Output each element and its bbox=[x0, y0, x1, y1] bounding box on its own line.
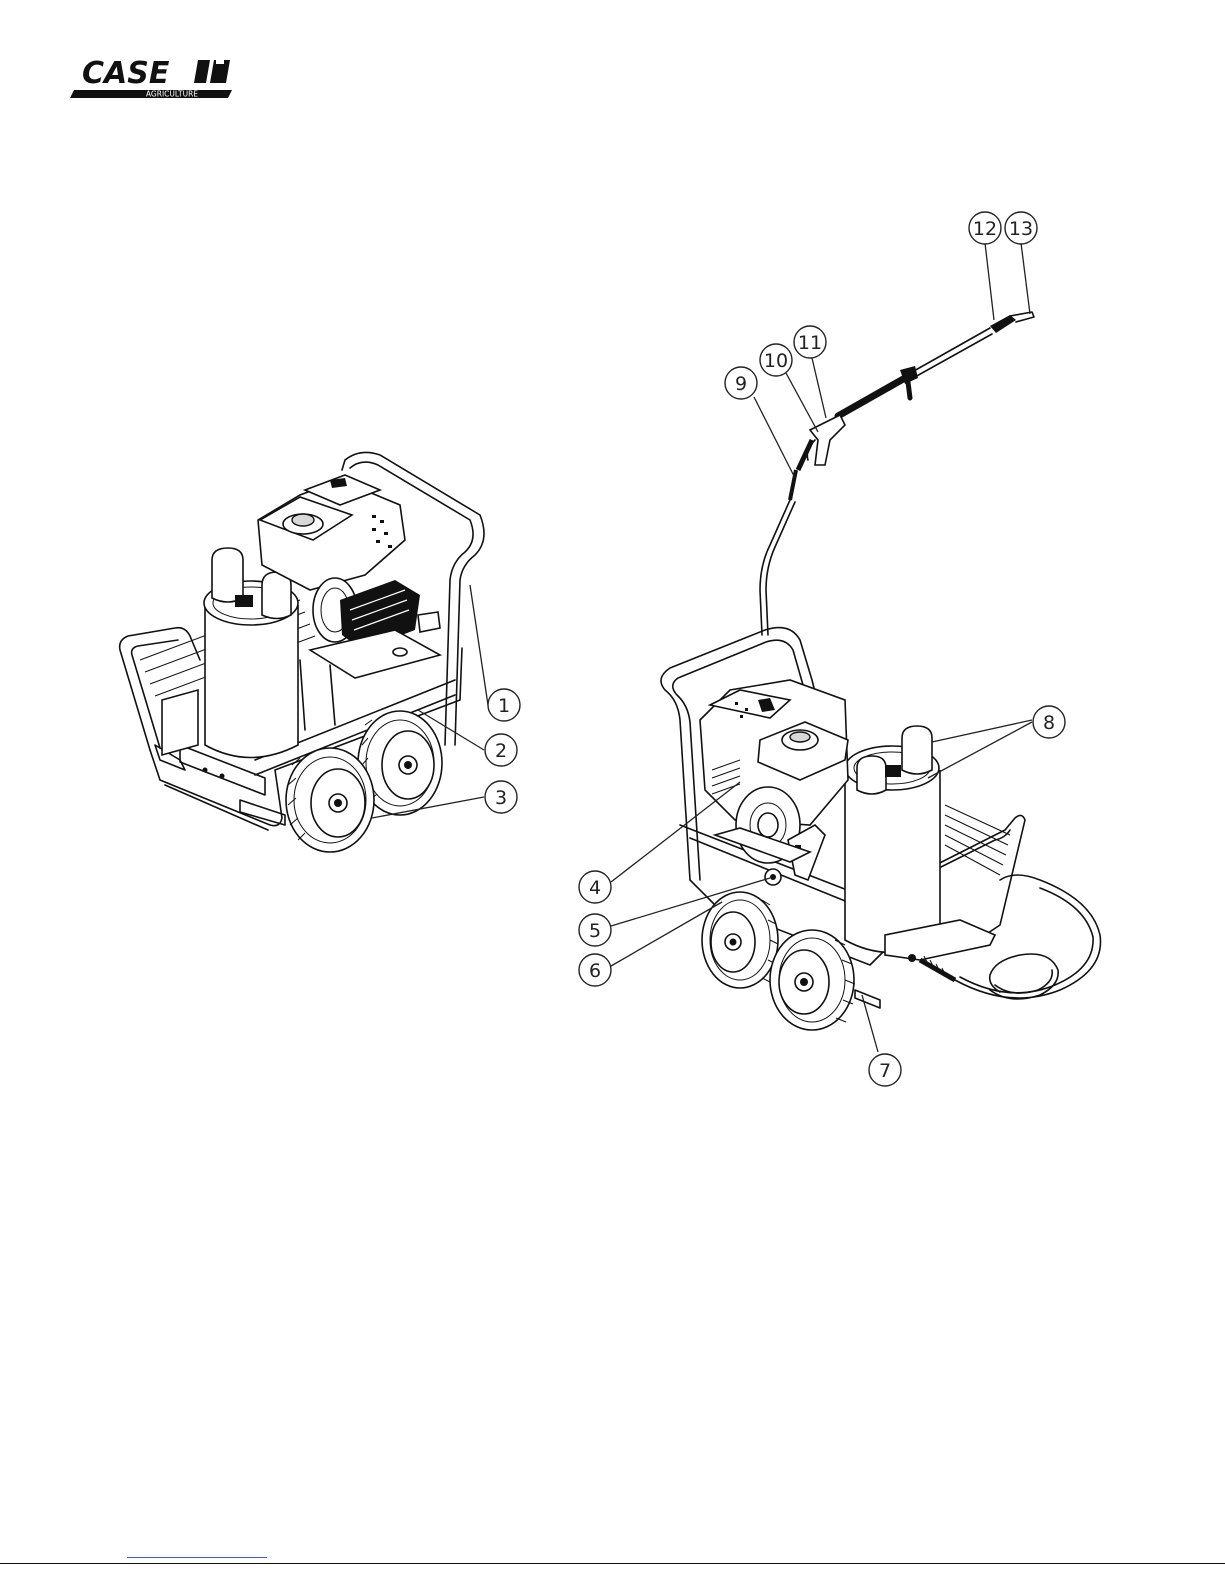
left-pressure-washer-illustration bbox=[120, 452, 484, 852]
svg-text:13: 13 bbox=[1009, 218, 1033, 240]
svg-text:12: 12 bbox=[973, 218, 997, 240]
svg-text:10: 10 bbox=[764, 350, 788, 372]
svg-text:2: 2 bbox=[495, 740, 507, 762]
callout-13: 13 bbox=[1005, 212, 1037, 244]
right-pressure-washer-illustration bbox=[661, 312, 1101, 1030]
callout-8: 8 bbox=[1033, 706, 1065, 738]
svg-text:9: 9 bbox=[735, 373, 747, 395]
callout-7: 7 bbox=[869, 1054, 901, 1086]
footer-link-underline[interactable] bbox=[127, 1557, 267, 1558]
svg-text:4: 4 bbox=[589, 877, 601, 899]
callout-9: 9 bbox=[725, 367, 757, 399]
svg-text:7: 7 bbox=[879, 1060, 891, 1082]
svg-text:8: 8 bbox=[1043, 712, 1055, 734]
svg-text:6: 6 bbox=[589, 960, 601, 982]
svg-text:5: 5 bbox=[589, 920, 601, 942]
svg-text:1: 1 bbox=[498, 695, 510, 717]
callout-2: 2 bbox=[485, 734, 517, 766]
callout-12: 12 bbox=[969, 212, 1001, 244]
callout-3: 3 bbox=[485, 781, 517, 813]
callout-5: 5 bbox=[579, 914, 611, 946]
svg-text:3: 3 bbox=[495, 787, 507, 809]
callout-10: 10 bbox=[760, 344, 792, 376]
callout-6: 6 bbox=[579, 954, 611, 986]
callout-1: 1 bbox=[488, 689, 520, 721]
svg-text:11: 11 bbox=[798, 332, 822, 354]
callout-4: 4 bbox=[579, 871, 611, 903]
callout-11: 11 bbox=[794, 326, 826, 358]
footer-rule bbox=[0, 1563, 1225, 1564]
